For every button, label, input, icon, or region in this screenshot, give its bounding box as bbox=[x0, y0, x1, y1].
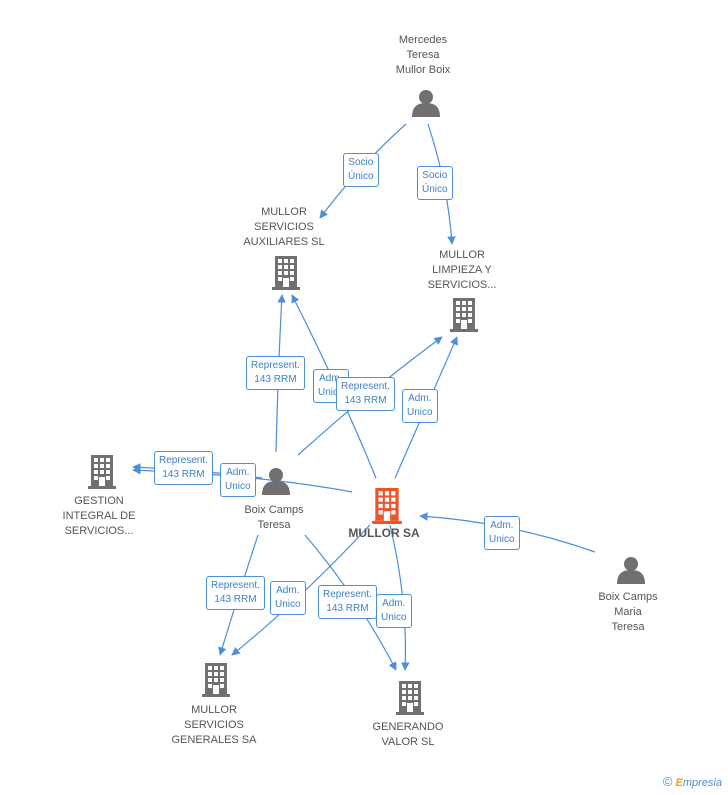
building-icon-generales[interactable] bbox=[202, 663, 230, 697]
edge-label-rep-gestion: Represent. 143 RRM bbox=[154, 451, 213, 485]
logo-text: mpresia bbox=[682, 777, 722, 789]
edge-label-rep-auxiliares: Represent. 143 RRM bbox=[246, 356, 305, 390]
person-icon-mercedes[interactable] bbox=[412, 90, 440, 117]
logo-initial: E bbox=[675, 777, 683, 789]
edge-label-rep-generales: Represent. 143 RRM bbox=[206, 576, 265, 610]
edge-label-adm-generando: Adm. Unico bbox=[376, 594, 412, 628]
node-label-boix-maria[interactable]: Boix Camps Maria Teresa bbox=[598, 591, 658, 633]
node-label-boix-teresa[interactable]: Boix Camps Teresa bbox=[244, 504, 304, 531]
edge-label-adm-gestion: Adm. Unico bbox=[220, 463, 256, 497]
person-icon-boix-maria[interactable] bbox=[617, 557, 645, 584]
edge-label-adm-limpieza: Adm. Unico bbox=[402, 389, 438, 423]
node-label-generando[interactable]: GENERANDO VALOR SL bbox=[372, 721, 444, 748]
edge-label-socio-limpieza: Socio Único bbox=[417, 166, 453, 200]
edge-label-rep-limpieza: Represent. 143 RRM bbox=[336, 377, 395, 411]
node-label-generales[interactable]: MULLOR SERVICIOS GENERALES SA bbox=[171, 704, 257, 746]
edge-label-socio-auxiliares: Socio Único bbox=[343, 153, 379, 187]
edge-label-adm-maria: Adm. Unico bbox=[484, 516, 520, 550]
empresia-logo[interactable]: © Empresia bbox=[663, 774, 722, 789]
node-label-limpieza[interactable]: MULLOR LIMPIEZA Y SERVICIOS... bbox=[427, 249, 497, 291]
node-label-mullor-sa[interactable]: MULLOR SA bbox=[348, 526, 420, 540]
node-label-auxiliares[interactable]: MULLOR SERVICIOS AUXILIARES SL bbox=[243, 206, 325, 248]
building-icon-mullor-sa[interactable] bbox=[372, 488, 402, 524]
node-label-gestion[interactable]: GESTION INTEGRAL DE SERVICIOS... bbox=[62, 495, 136, 537]
building-icon-limpieza[interactable] bbox=[450, 298, 478, 332]
copyright-icon: © bbox=[662, 774, 673, 789]
building-icon-auxiliares[interactable] bbox=[272, 256, 300, 290]
edge-label-rep-generando: Represent. 143 RRM bbox=[318, 585, 377, 619]
building-icon-generando[interactable] bbox=[396, 681, 424, 715]
edge-label-adm-generales: Adm. Unico bbox=[270, 581, 306, 615]
node-label-mercedes[interactable]: Mercedes Teresa Mullor Boix bbox=[395, 34, 451, 76]
building-icon-gestion[interactable] bbox=[88, 455, 116, 489]
